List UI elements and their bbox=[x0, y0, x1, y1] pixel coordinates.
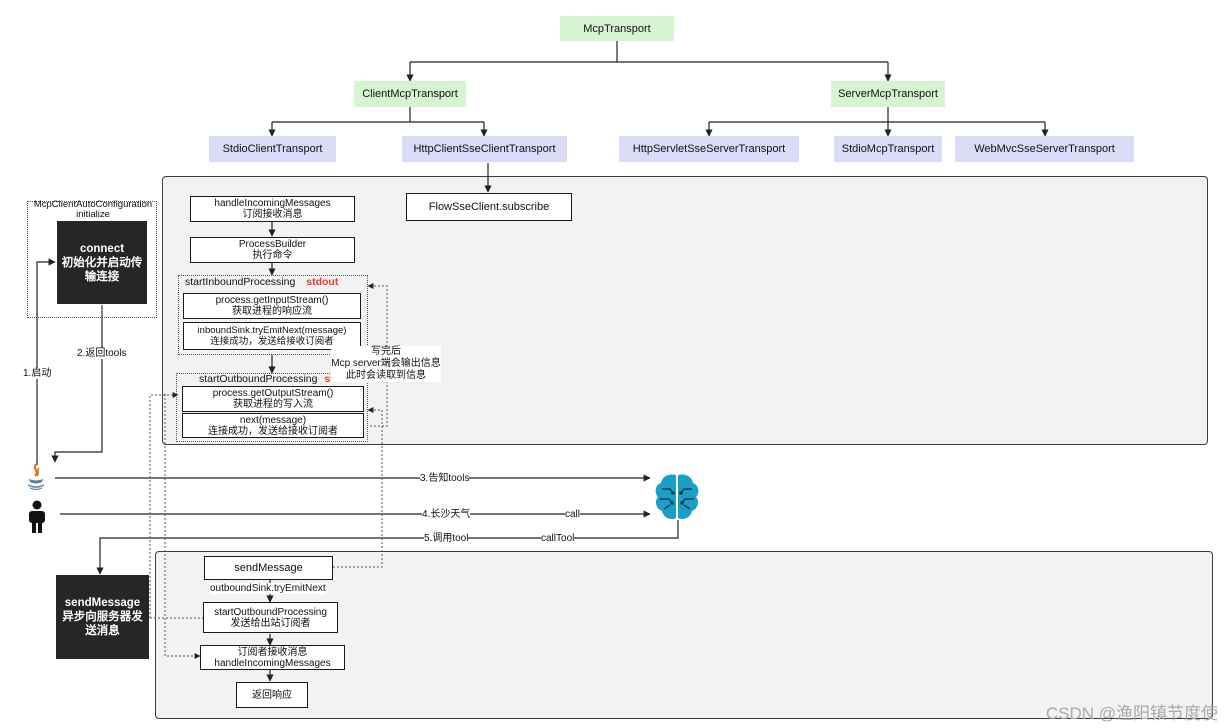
outbound-emit-label: outboundSink.tryEmitNext bbox=[210, 583, 326, 594]
outbound-processing-title: startOutboundProcessing stdin bbox=[199, 374, 350, 385]
outbound-processing-group bbox=[176, 373, 368, 442]
client-mcp-transport-node: ClientMcpTransport bbox=[354, 81, 466, 107]
start-outbound-send-node: startOutboundProcessing 发送给出站订阅者 bbox=[203, 602, 338, 633]
outbound-processing-label: startOutboundProcessing bbox=[199, 373, 318, 385]
inbound-processing-group bbox=[178, 275, 368, 355]
start-edge-label: 1.启动 bbox=[23, 368, 52, 379]
weather-edge-label: 4.长沙天气 bbox=[422, 509, 471, 520]
invoke-tool-edge-label: 5.调用tool bbox=[424, 533, 469, 544]
brain-icon bbox=[652, 471, 702, 523]
get-output-stream-node: process.getOutputStream() 获取进程的写入流 bbox=[182, 386, 364, 412]
server-output-note: 写完后 Mcp server端会输出信息 此时会读取到信息 bbox=[331, 346, 441, 382]
auto-configuration-label: McpClientAutoConfiguration initialize bbox=[33, 199, 153, 220]
tell-tools-edge-label: 3.告知tools bbox=[420, 473, 470, 484]
get-input-stream-node: process.getInputStream() 获取进程的响应流 bbox=[183, 293, 361, 319]
handle-incoming-messages-node: handleIncomingMessages 订阅接收消息 bbox=[190, 196, 355, 222]
return-response-node: 返回响应 bbox=[236, 682, 308, 708]
process-builder-node: ProcessBuilder 执行命令 bbox=[190, 237, 355, 263]
connect-node: connect 初始化并启动传 输连接 bbox=[57, 221, 147, 304]
inbound-try-emit-node: inboundSink.tryEmitNext(message) 连接成功，发送… bbox=[183, 322, 361, 350]
subscriber-receive-node: 订阅者接收消息 handleIncomingMessages bbox=[200, 645, 345, 670]
call-edge-label: call bbox=[565, 509, 581, 520]
inbound-processing-label: startInboundProcessing bbox=[185, 276, 296, 288]
stdio-mcp-transport-node: StdioMcpTransport bbox=[834, 136, 942, 162]
return-tools-edge-label: 2.返回tools bbox=[77, 348, 127, 359]
server-mcp-transport-node: ServerMcpTransport bbox=[831, 81, 945, 107]
http-servlet-sse-server-transport-node: HttpServletSseServerTransport bbox=[619, 136, 799, 162]
inbound-processing-title: startInboundProcessing stdout bbox=[185, 277, 338, 288]
mcp-transport-node: McpTransport bbox=[560, 16, 674, 41]
send-message-node: sendMessage bbox=[204, 556, 333, 580]
stdout-tag: stdout bbox=[306, 276, 339, 288]
person-icon bbox=[26, 500, 48, 534]
watermark: CSDN @渔阳镇节度使 bbox=[1045, 704, 1218, 723]
send-message-dark-node: sendMessage 异步向服务器发 送消息 bbox=[56, 575, 149, 659]
http-client-sse-transport-node: HttpClientSseClientTransport bbox=[402, 136, 567, 162]
flow-sse-client-subscribe-node: FlowSseClient.subscribe bbox=[406, 193, 572, 221]
webmvc-sse-server-transport-node: WebMvcSseServerTransport bbox=[955, 136, 1134, 162]
stdio-client-transport-node: StdioClientTransport bbox=[209, 136, 336, 162]
call-tool-edge-label: callTool bbox=[541, 533, 575, 544]
java-icon bbox=[25, 462, 47, 492]
auto-configuration-group bbox=[27, 201, 157, 318]
next-message-node: next(message) 连接成功，发送给接收订阅者 bbox=[182, 413, 364, 438]
